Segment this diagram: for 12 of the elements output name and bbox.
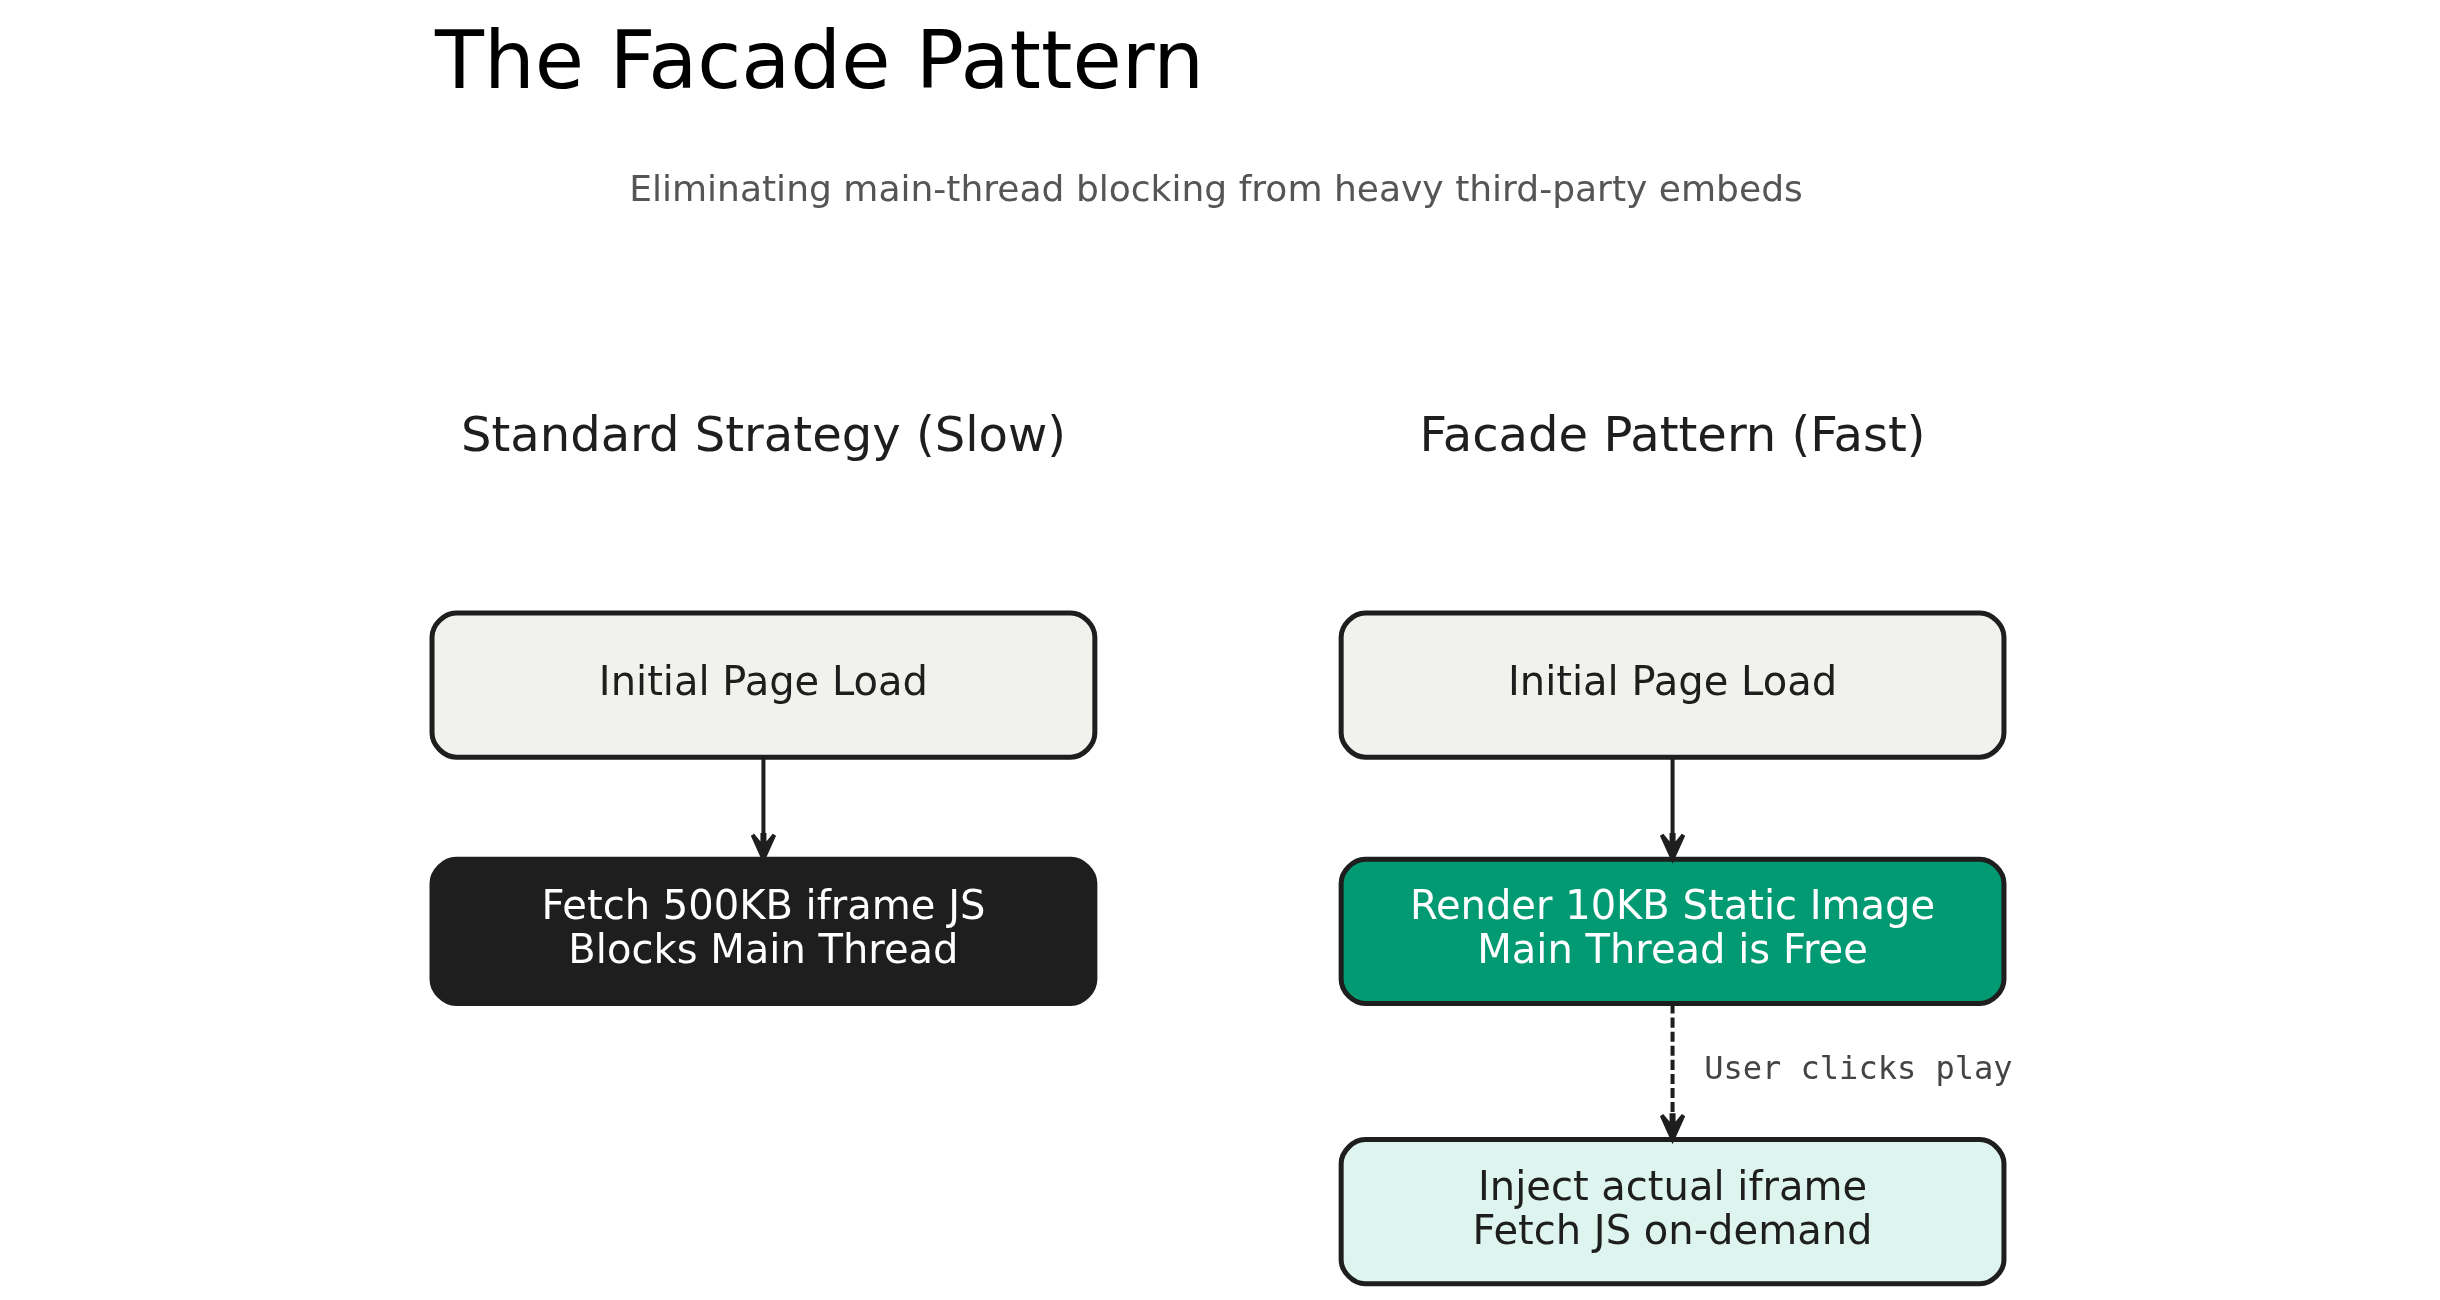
- node-box: Initial Page Load: [429, 610, 1097, 760]
- node-box: Render 10KB Static Image Main Thread is Free: [1338, 856, 2006, 1006]
- label: Standard Strategy (Slow): [460, 406, 1066, 463]
- arrow: [1659, 757, 1685, 861]
- node-box: Initial Page Load: [1338, 610, 2006, 760]
- node-box: Fetch 500KB iframe JS Blocks Main Thread: [429, 856, 1097, 1006]
- diagram-title: The Facade Pattern: [434, 14, 1204, 108]
- arrow: [1659, 1003, 1685, 1142]
- label: Facade Pattern (Fast): [1419, 406, 1926, 463]
- label: Eliminating main-thread blocking from heavy third-party embeds: [628, 168, 1803, 210]
- node-box: Inject actual iframe Fetch JS on-demand: [1338, 1137, 2006, 1287]
- edge-label: User clicks play: [1703, 1049, 2013, 1088]
